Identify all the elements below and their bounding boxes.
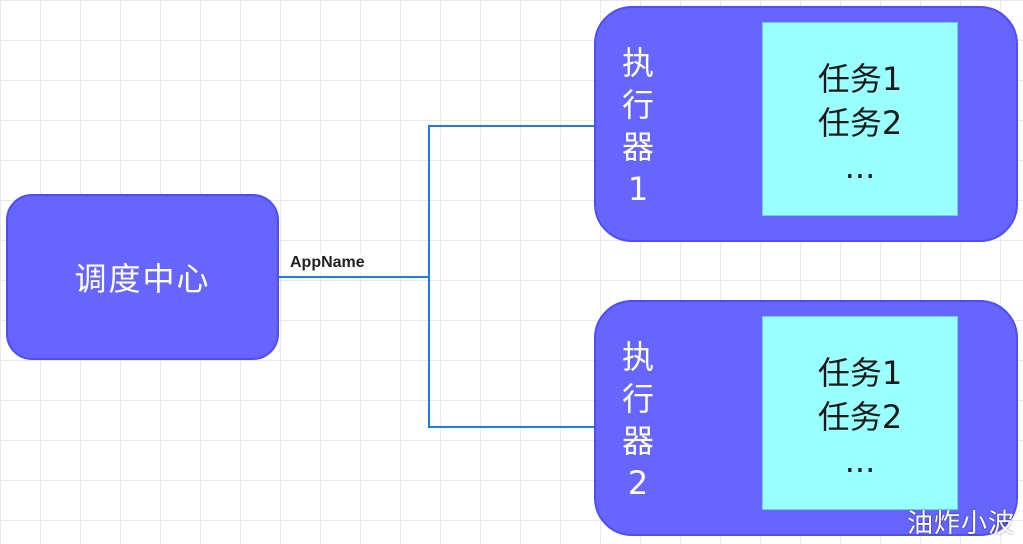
executor-1-label: 执 行 器 1 <box>610 42 666 210</box>
executor-1-node[interactable]: 执 行 器 1 任务1 任务2 ... <box>594 6 1018 242</box>
executor-1-task-box[interactable]: 任务1 任务2 ... <box>762 22 958 216</box>
executor-label-char: 执 <box>621 44 654 82</box>
edge-label-appname: AppName <box>289 254 366 272</box>
executor-2-label: 执 行 器 2 <box>610 336 666 504</box>
executor-label-char: 器 <box>621 422 654 460</box>
connector-to-executor-2 <box>428 277 594 428</box>
task-item: 任务1 <box>817 60 903 98</box>
executor-label-char: 行 <box>621 380 654 418</box>
scheduler-center-label: 调度中心 <box>74 260 211 298</box>
task-item-ellipsis: ... <box>844 148 876 186</box>
executor-label-char: 1 <box>627 170 649 208</box>
connector-to-executor-1 <box>279 125 594 278</box>
executor-2-node[interactable]: 执 行 器 2 任务1 任务2 ... <box>594 300 1018 536</box>
watermark-text: 油炸小波 <box>906 509 1015 539</box>
scheduler-center-node[interactable]: 调度中心 <box>6 194 279 360</box>
executor-label-char: 执 <box>621 338 654 376</box>
executor-label-char: 2 <box>627 464 649 502</box>
task-item: 任务1 <box>817 354 903 392</box>
executor-label-char: 行 <box>621 86 654 124</box>
task-item: 任务2 <box>817 398 903 436</box>
executor-2-task-box[interactable]: 任务1 任务2 ... <box>762 316 958 510</box>
task-item: 任务2 <box>817 104 903 142</box>
task-item-ellipsis: ... <box>844 442 876 480</box>
executor-label-char: 器 <box>621 128 654 166</box>
